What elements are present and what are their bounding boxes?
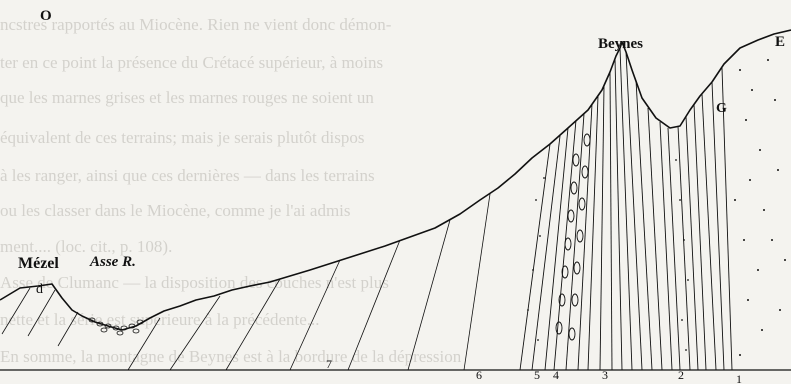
layer-number: 2: [678, 368, 684, 382]
bleed-line: ter en ce point la présence du Crétacé s…: [0, 53, 383, 72]
g-label: G: [716, 101, 727, 116]
layer-number: 4: [553, 368, 559, 382]
asse-river-label: Asse R.: [89, 254, 136, 270]
orientation-west-label: O: [40, 8, 52, 24]
beynes-label: Beynes: [598, 36, 643, 52]
d-label: d: [36, 282, 43, 297]
sandstone-dots: [527, 59, 786, 356]
bleed-line: ou les classer dans le Miocène, comme je…: [0, 201, 351, 220]
layer-number: 6: [476, 368, 482, 382]
bleed-line: ncstres rapportés au Miocène. Rien ne vi…: [0, 15, 392, 34]
orientation-east-label: E: [775, 34, 785, 50]
layer-number: 7: [326, 357, 332, 371]
layer-number: 1: [736, 372, 742, 384]
bleed-line: ment.... (loc. cit., p. 108).: [0, 237, 172, 256]
bleed-line: à les ranger, ainsi que ces dernières — …: [0, 166, 375, 185]
layer-number: 3: [602, 368, 608, 382]
bleed-line: équivalent de ces terrains; mais je sera…: [0, 128, 364, 147]
bleed-line: que les marnes grises et les marnes roug…: [0, 88, 374, 107]
bleed-line: Asse de Clumanc — la disposition des cou…: [0, 273, 389, 292]
mezel-label: Mézel: [18, 255, 59, 272]
background-bleed-text: ncstres rapportés au Miocène. Rien ne vi…: [0, 15, 462, 366]
bleed-line: En somme, la montagne de Beynes est à la…: [0, 347, 462, 366]
layer-number: 5: [534, 368, 540, 382]
